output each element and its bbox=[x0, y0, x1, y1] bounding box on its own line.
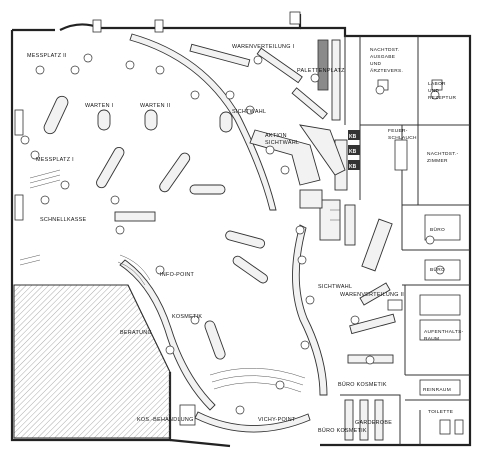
label-beratung: BERATUNG bbox=[120, 330, 152, 336]
label-messplatz-1: MESSPLATZ I bbox=[36, 157, 74, 163]
label-aufenthaltsraum-1: AUFENTHALTS- bbox=[424, 329, 464, 335]
label-feuerschlauch-2: SCHLAUCH bbox=[388, 135, 417, 141]
label-kosmetik: KOSMETIK bbox=[172, 314, 202, 320]
label-aufenthaltsraum-2: RAUM bbox=[424, 336, 439, 342]
display-stands bbox=[43, 95, 268, 360]
fixtures bbox=[14, 11, 464, 435]
label-nachtdienst-4: ÄRZTEVERS. bbox=[370, 67, 403, 74]
label-schnellkasse: SCHNELLKASSE bbox=[40, 217, 87, 223]
label-feuerschlauch-1: FEUER- bbox=[388, 128, 408, 134]
label-labor-2: UND bbox=[428, 88, 440, 94]
label-garderobe: GARDEROBE bbox=[355, 420, 392, 426]
label-toilette: TOILETTE bbox=[428, 409, 453, 415]
label-warten-2: WARTEN II bbox=[140, 103, 170, 109]
label-reinraum: REINRAUM bbox=[423, 387, 451, 393]
room-labels: MESSPLATZ II WARTEN I WARTEN II MESSPLAT… bbox=[27, 44, 464, 434]
label-sichtwahl-mid: SICHTWAHL bbox=[318, 284, 352, 290]
label-warenverteilung-1: WARENVERTEILUNG I bbox=[232, 44, 294, 50]
label-warten-1: WARTEN I bbox=[85, 103, 113, 109]
label-nachtdienst-1: NACHTDST. bbox=[370, 47, 400, 53]
grid-decor bbox=[19, 169, 340, 266]
label-sichtwahl-top: SICHTWAHL bbox=[232, 109, 266, 115]
label-nachtdienst-2: AUSGABE bbox=[370, 54, 395, 60]
storage-block bbox=[13, 284, 171, 439]
kb-label-1: KB bbox=[349, 134, 357, 140]
label-buero-2: BÜRO bbox=[430, 266, 445, 273]
curved-shelves bbox=[117, 33, 328, 433]
label-aktion-1: AKTION bbox=[265, 133, 287, 139]
counters bbox=[249, 124, 461, 441]
label-buero-kosmetik: BÜRO KOSMETIK bbox=[338, 381, 387, 388]
label-nachtdienstzimmer-2: ZIMMER bbox=[427, 158, 448, 164]
kb-boxes: KB KB KB bbox=[348, 130, 360, 170]
label-messplatz-2: MESSPLATZ II bbox=[27, 53, 67, 59]
label-aktion-2: SICHTWAHL bbox=[265, 140, 299, 146]
label-buero-1: BÜRO bbox=[430, 226, 445, 233]
label-labor-3: REZEPTUR bbox=[428, 95, 456, 101]
label-info-point: INFO-POINT bbox=[160, 272, 195, 278]
label-nachtdienstzimmer-1: NACHTDST.- bbox=[427, 151, 459, 157]
label-warenverteilung-2: WARENVERTEILUNG II bbox=[340, 292, 404, 298]
label-vichy-point: VICHY-POINT bbox=[258, 417, 296, 423]
persons bbox=[20, 53, 445, 415]
label-labor-1: LABOR bbox=[428, 81, 446, 87]
label-palettenplatz: PALETTENPLATZ bbox=[297, 68, 345, 74]
kb-label-3: KB bbox=[349, 164, 357, 170]
kb-label-2: KB bbox=[349, 149, 357, 155]
label-buero-kosmetik-2: BÜRO KOSMETIK bbox=[318, 427, 367, 434]
label-nachtdienst-3: UND bbox=[370, 61, 382, 67]
label-kos-behandlung: KOS.-BEHANDLUNG bbox=[137, 417, 194, 423]
